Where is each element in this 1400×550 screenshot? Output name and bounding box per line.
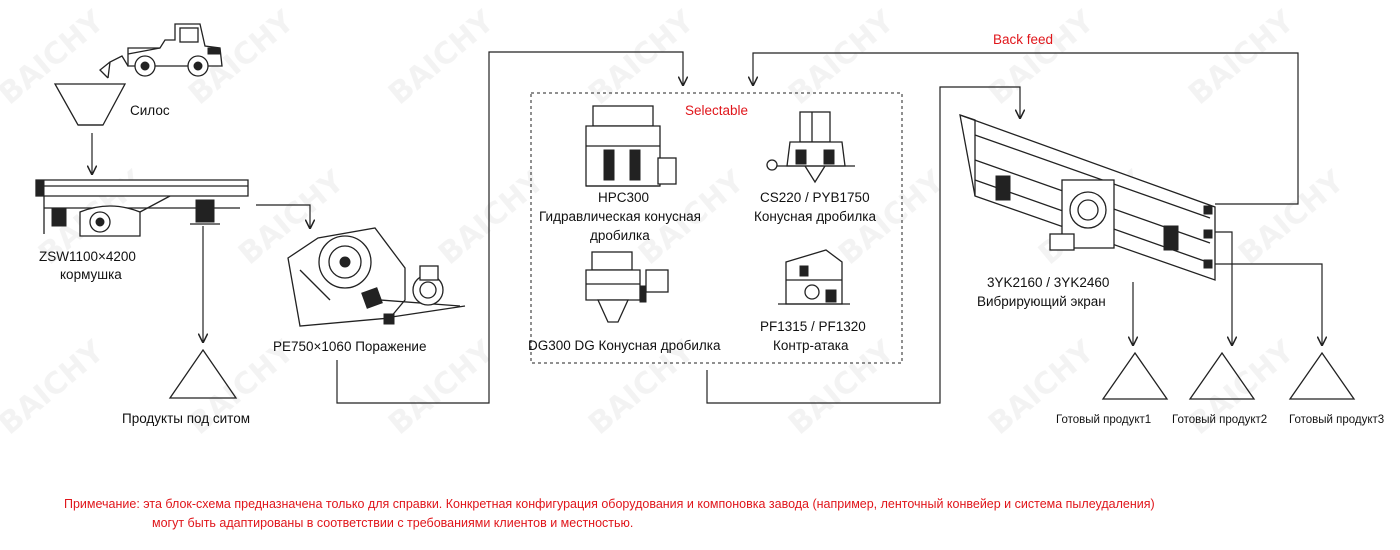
pf-name-label: Контр-атака — [773, 338, 849, 353]
watermark-text: BAICHY — [982, 3, 1102, 112]
dg-label: DG300 DG Конусная дробилка — [528, 338, 721, 353]
hpc-name-label-2: дробилка — [590, 228, 650, 243]
product1-label: Готовый продукт1 — [1056, 414, 1151, 426]
wheel-loader-icon — [99, 23, 223, 79]
jaw-crusher-label: PE750×1060 Поражение — [273, 339, 426, 354]
flow-screen-to-product3 — [1215, 263, 1322, 345]
watermark-text: BAICHY — [1182, 3, 1302, 112]
selectable-box — [530, 92, 903, 364]
vibrating-feeder-icon — [35, 179, 249, 237]
undersize-pile-icon — [168, 348, 238, 399]
undersize-label: Продукты под ситом — [122, 411, 250, 426]
screen-model-label: 3YK2160 / 3YK2460 — [987, 275, 1109, 290]
selectable-label: Selectable — [685, 103, 748, 118]
pf-model-label: PF1315 / PF1320 — [760, 319, 866, 334]
feeder-model-label: ZSW1100×4200 — [39, 249, 136, 264]
watermark-text: BAICHY — [432, 163, 552, 272]
silo-hopper-icon — [53, 83, 127, 126]
cs-name-label: Конусная дробилка — [754, 209, 876, 224]
vibrating-screen-icon — [959, 114, 1216, 281]
watermark-text: BAICHY — [1232, 163, 1352, 272]
cs-model-label: CS220 / PYB1750 — [760, 190, 870, 205]
flow-screen-to-product2 — [1215, 231, 1232, 345]
flow-feeder-to-jaw — [256, 204, 310, 228]
dg-cone-crusher-icon — [585, 251, 669, 323]
silo-label: Силос — [130, 103, 170, 118]
flow-lines — [92, 51, 1322, 404]
watermark-text: BAICHY — [782, 3, 902, 112]
impact-crusher-icon — [778, 249, 850, 305]
feeder-name-label: кормушка — [60, 267, 122, 282]
watermark-text: BAICHY — [0, 333, 112, 442]
flow-secondary-to-screen — [706, 86, 1020, 404]
flow-back-feed — [753, 52, 1299, 205]
product3-label: Готовый продукт3 — [1289, 414, 1384, 426]
product-pile-icon — [1101, 351, 1169, 400]
note-line-1: Примечание: эта блок-схема предназначена… — [64, 497, 1155, 511]
hpc-cone-crusher-icon — [585, 105, 677, 187]
flow-jaw-to-secondary — [336, 51, 683, 404]
watermark-text: BAICHY — [0, 3, 112, 112]
screen-name-label: Вибрирующий экран — [977, 294, 1106, 309]
hpc-model-label: HPC300 — [598, 190, 649, 205]
jaw-crusher-icon — [287, 227, 466, 327]
product2-label: Готовый продукт2 — [1172, 414, 1267, 426]
hpc-name-label-1: Гидравлическая конусная — [539, 209, 701, 224]
watermark-text: BAICHY — [582, 3, 702, 112]
product-pile-icon — [1188, 351, 1256, 400]
product-pile-icon — [1288, 351, 1356, 400]
back-feed-label: Back feed — [993, 32, 1053, 47]
cs-cone-crusher-icon — [766, 111, 855, 184]
note-line-2: могут быть адаптированы в соответствии с… — [152, 516, 634, 530]
watermark-text: BAICHY — [382, 3, 502, 112]
